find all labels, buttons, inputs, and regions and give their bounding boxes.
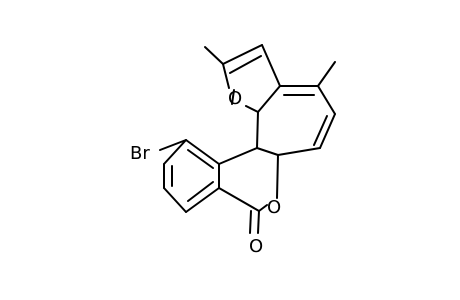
bond-c4-methyl [317,61,336,87]
bond-furan-c3-c3a [261,44,281,87]
bromine-label: Br [130,143,150,164]
bond-c10-c11 [163,139,187,165]
bond-c11-c10a [185,139,220,165]
bond-methyl-furan [204,46,224,65]
bond-c7a-c8 [185,187,220,213]
bond-c11-c10a-inner [187,149,214,169]
bond-c6a-o-lactone [276,154,279,199]
bonds [159,44,336,234]
bond-c6b-c9b [256,111,259,149]
bond-c4-c5 [317,85,336,115]
bond-c-br [159,139,187,151]
bond-c6b-c10a [218,147,258,165]
bond-furan-c9b-o [245,105,259,113]
bond-furan-o-c2-left [222,63,230,89]
bond-c5-c6 [319,113,336,149]
bond-c7-carbonyl [257,210,260,234]
furan-oxygen-label: O [228,88,242,109]
lactone-oxygen-label: O [267,197,281,218]
atom-labels: Br O O O [130,88,281,257]
bond-furan-c2-c3-inner [229,55,262,74]
bond-furan-o-c2 [231,89,235,105]
bond-furan-c3a-c9b [257,85,281,113]
bond-c7-c7a [218,187,260,212]
bond-c6-c6a [277,147,321,156]
bond-c6a-c6b [256,147,279,156]
bond-c8-c9 [163,187,187,213]
bond-c7a-c8-inner [187,181,214,202]
bond-c5-c6-inner [313,115,328,146]
carbonyl-oxygen-label: O [249,236,263,257]
bond-o-lactone-c7 [258,204,268,212]
bond-c7-carbonyl-inner [249,210,252,234]
bond-furan-c2-c3 [222,44,263,65]
